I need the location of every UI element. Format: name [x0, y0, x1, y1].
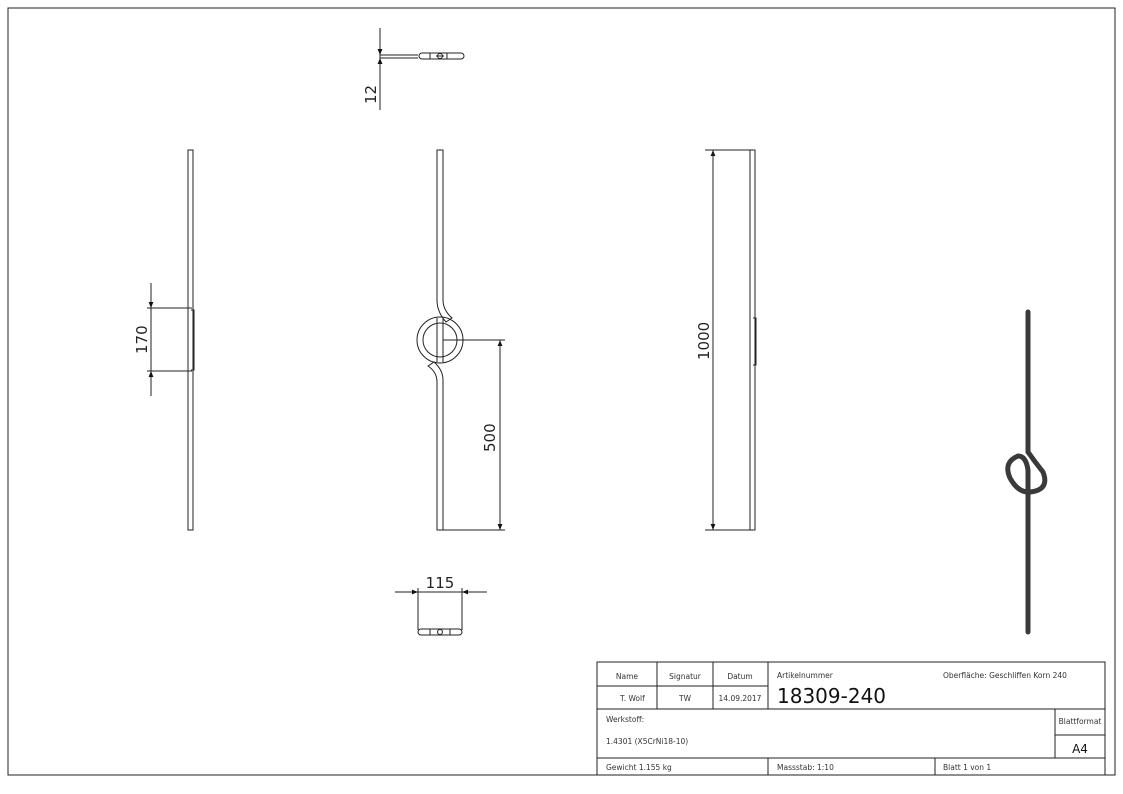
- surface-finish: Oberfläche: Geschliffen Korn 240: [943, 671, 1067, 680]
- weight: Gewicht 1.155 kg: [606, 763, 672, 772]
- date-value: 14.09.2017: [719, 694, 762, 703]
- signature-value: TW: [678, 694, 692, 703]
- sheet-number: Blatt 1 von 1: [943, 763, 991, 772]
- dimension-bend-spacing: 170: [133, 325, 151, 354]
- sheet-frame: [7, 7, 1116, 776]
- dimension-thickness: 12: [362, 85, 380, 104]
- name-value: T. Wolf: [619, 694, 645, 703]
- article-number: 18309-240: [777, 684, 886, 708]
- side-view-right: [705, 149, 757, 531]
- signature-label: Signatur: [669, 672, 702, 681]
- date-label: Datum: [727, 672, 752, 681]
- dimension-loop-height: 500: [481, 423, 499, 452]
- side-view-left: [147, 149, 195, 531]
- dimension-loop-width: 115: [426, 574, 455, 592]
- bottom-view: [395, 588, 487, 636]
- scale: Massstab: 1:10: [777, 763, 834, 772]
- format-value: A4: [1072, 742, 1088, 756]
- article-label: Artikelnummer: [777, 671, 834, 680]
- dimension-total-length: 1000: [695, 322, 713, 360]
- isometric-view: [1005, 309, 1048, 635]
- title-block: [596, 661, 1106, 776]
- material-value: 1.4301 (X5CrNi18-10): [606, 737, 688, 746]
- name-label: Name: [616, 672, 639, 681]
- format-label: Blattformat: [1059, 717, 1102, 726]
- material-label: Werkstoff:: [606, 715, 644, 724]
- top-view: [377, 28, 465, 110]
- front-view: [416, 149, 505, 531]
